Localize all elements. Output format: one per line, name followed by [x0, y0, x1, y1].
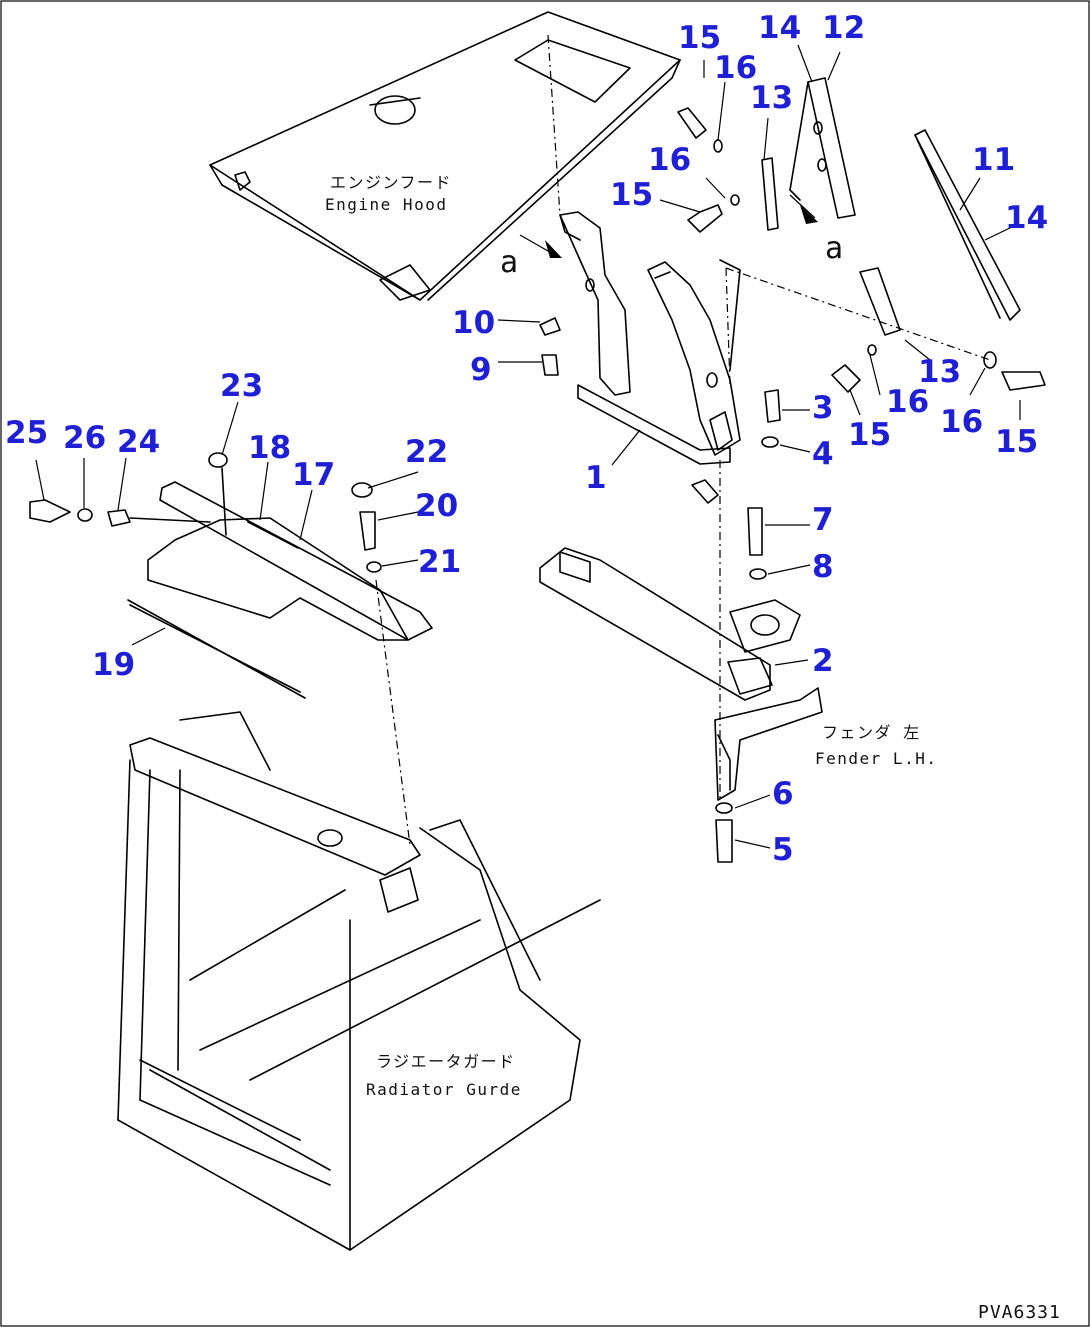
callout-15: 15 [678, 20, 721, 56]
bracket-assembly-drawing [559, 211, 741, 504]
plate-11-drawing [914, 129, 1021, 321]
callout-16-c: 16 [886, 384, 929, 420]
view-arrows [545, 205, 818, 258]
callout-14: 14 [758, 10, 801, 46]
engine-hood-label-jp: エンジンフード [330, 173, 452, 192]
callout-13-b: 13 [918, 354, 961, 390]
callout-15-d: 15 [995, 424, 1038, 460]
fender-drawing [714, 687, 823, 801]
view-marker-a-right: a [825, 231, 843, 266]
engine-hood-drawing [209, 11, 681, 301]
radiator-guard-caption: ラジエータガード Radiator Gurde [366, 1052, 522, 1099]
callout-5: 5 [772, 832, 794, 868]
view-marker-a-left: a [500, 245, 518, 280]
drawing-code: PVA6331 [978, 1302, 1061, 1323]
alignment-lines [375, 34, 991, 846]
callout-20: 20 [415, 488, 458, 524]
callout-12: 12 [822, 10, 865, 46]
fender-label-en: Fender L.H. [815, 749, 937, 768]
engine-hood-caption: エンジンフード Engine Hood [325, 173, 452, 214]
cover-assembly-drawing [29, 452, 433, 699]
callout-10: 10 [452, 305, 495, 341]
callout-4: 4 [812, 436, 834, 472]
callout-13: 13 [750, 80, 793, 116]
callout-16: 16 [714, 50, 757, 86]
callout-9: 9 [470, 352, 492, 388]
callout-25: 25 [5, 415, 48, 451]
radiator-guard-label-jp: ラジエータガード [376, 1052, 516, 1071]
leader-lines [35, 44, 1021, 849]
plate-13-upper-drawing [761, 157, 779, 231]
cross-member-drawing [539, 547, 801, 701]
callout-21: 21 [418, 544, 461, 580]
radiator-guard-drawing [117, 711, 601, 1251]
callout-17: 17 [292, 457, 335, 493]
fender-caption: フェンダ 左 Fender L.H. [815, 723, 937, 768]
callout-26: 26 [63, 420, 106, 456]
plate-13-lower-drawing [859, 267, 901, 336]
callout-18: 18 [248, 430, 291, 466]
callout-15-c: 15 [848, 417, 891, 453]
callouts: 15 14 12 16 13 16 15 11 14 10 9 13 16 15… [5, 10, 1048, 868]
hardware-middle [715, 507, 767, 863]
callout-3: 3 [812, 390, 834, 426]
engine-hood-label-en: Engine Hood [325, 195, 447, 214]
hardware-top [539, 107, 1046, 448]
callout-7: 7 [812, 502, 834, 538]
callout-1: 1 [585, 460, 607, 496]
callout-24: 24 [117, 424, 160, 460]
callout-2: 2 [812, 643, 834, 679]
callout-11: 11 [972, 142, 1015, 178]
callout-6: 6 [772, 776, 794, 812]
callout-19: 19 [92, 647, 135, 683]
plate-12-drawing [789, 77, 856, 219]
callout-15-b: 15 [610, 177, 653, 213]
callout-16-b: 16 [648, 142, 691, 178]
callout-8: 8 [812, 549, 834, 585]
callout-14-b: 14 [1005, 200, 1048, 236]
callout-23: 23 [220, 368, 263, 404]
callout-16-d: 16 [940, 404, 983, 440]
fender-label-jp: フェンダ 左 [822, 723, 921, 742]
radiator-guard-label-en: Radiator Gurde [366, 1080, 522, 1099]
callout-22: 22 [405, 434, 448, 470]
